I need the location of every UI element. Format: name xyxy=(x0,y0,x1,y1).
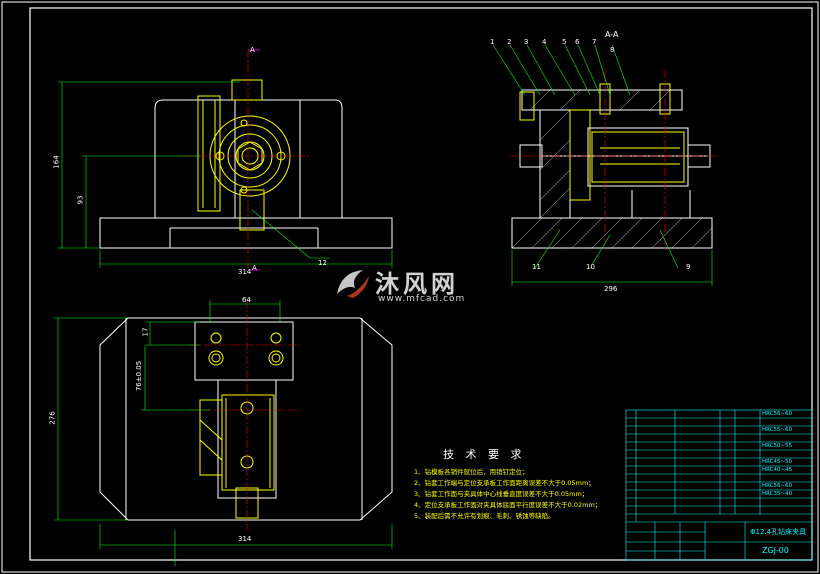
plan-view-part xyxy=(199,332,284,519)
section-centerlines xyxy=(510,70,720,250)
section-view xyxy=(511,89,713,249)
title-block xyxy=(625,409,813,561)
watermark-url: www.mfcad.com xyxy=(378,294,466,304)
leader-6: 6 xyxy=(575,38,580,46)
front-view xyxy=(99,99,393,249)
section-mark-top: A xyxy=(250,46,255,54)
plan-view xyxy=(99,317,393,521)
tb-material-4: HRC45~50 xyxy=(762,459,793,465)
dim-side-width: 296 xyxy=(604,285,618,293)
dim-plan-left-b: 76±0.05 xyxy=(135,360,144,392)
dim-front-mid: 93 xyxy=(76,195,85,205)
leader-12: 12 xyxy=(318,259,327,267)
tech-req-note-2: 2、钻套工作端与定位支承板工作面距离误差不大于0.05mm； xyxy=(414,479,595,487)
tech-req-note-1: 1、钻模板各销件就位后，用销钉定位； xyxy=(414,468,529,476)
watermark-brand: 沐风网 xyxy=(375,270,459,298)
leader-7: 7 xyxy=(592,38,597,46)
leader-4: 4 xyxy=(542,38,547,46)
tech-req-note-4: 4、定位支承板工作面对夹具体底面平行度误差不大于0.02mm； xyxy=(414,501,602,509)
leader-3: 3 xyxy=(524,38,529,46)
tb-material-6: HRC56~60 xyxy=(762,483,793,489)
plan-dims xyxy=(54,300,393,566)
dim-plan-top: 64 xyxy=(242,296,251,304)
section-arrows xyxy=(248,49,260,271)
tech-req-note-3: 3、钻套工作面与夹具体中心线垂直度误差不大于0.05mm； xyxy=(414,490,589,498)
front-view-part xyxy=(197,79,291,231)
tb-material-5: HRC40~45 xyxy=(762,467,793,473)
tb-material-3: HRC50~55 xyxy=(762,443,793,449)
leader-10: 10 xyxy=(586,263,595,271)
inner-frame xyxy=(29,7,813,561)
leader-11: 11 xyxy=(532,263,541,271)
section-hatch xyxy=(511,89,713,249)
tech-req-title: 技 术 要 求 xyxy=(443,448,526,461)
drawing-name: Φ12.4孔钻床夹具 xyxy=(750,528,807,536)
dim-front-width: 314 xyxy=(238,268,252,276)
section-dims xyxy=(492,44,713,286)
leader-8: 8 xyxy=(610,46,615,54)
tb-material-1: HRC56~60 xyxy=(762,411,793,417)
leader-5: 5 xyxy=(562,38,567,46)
dim-plan-left-a: 17 xyxy=(141,327,150,337)
mfcad-logo-icon xyxy=(337,270,369,298)
dim-plan-height: 276 xyxy=(48,411,57,425)
section-label: A-A xyxy=(605,30,619,39)
section-view-part xyxy=(519,83,685,201)
front-view-dims xyxy=(58,81,393,268)
leader-9: 9 xyxy=(686,263,691,271)
plan-centerlines xyxy=(190,300,300,530)
leader-2: 2 xyxy=(507,38,512,46)
dim-plan-width: 314 xyxy=(238,535,252,543)
drawing-no: ZGJ-00 xyxy=(762,546,789,555)
front-view-centerlines xyxy=(185,50,310,270)
tb-material-7: HRC35~40 xyxy=(762,491,793,497)
dim-front-height: 164 xyxy=(52,155,61,169)
section-mark-bottom: A xyxy=(252,264,257,272)
tb-material-2: HRC55~60 xyxy=(762,427,793,433)
leader-1: 1 xyxy=(490,38,495,46)
tech-req-note-5: 5、装配后需不允许有划痕、毛刺、锈蚀等缺陷。 xyxy=(414,512,555,520)
